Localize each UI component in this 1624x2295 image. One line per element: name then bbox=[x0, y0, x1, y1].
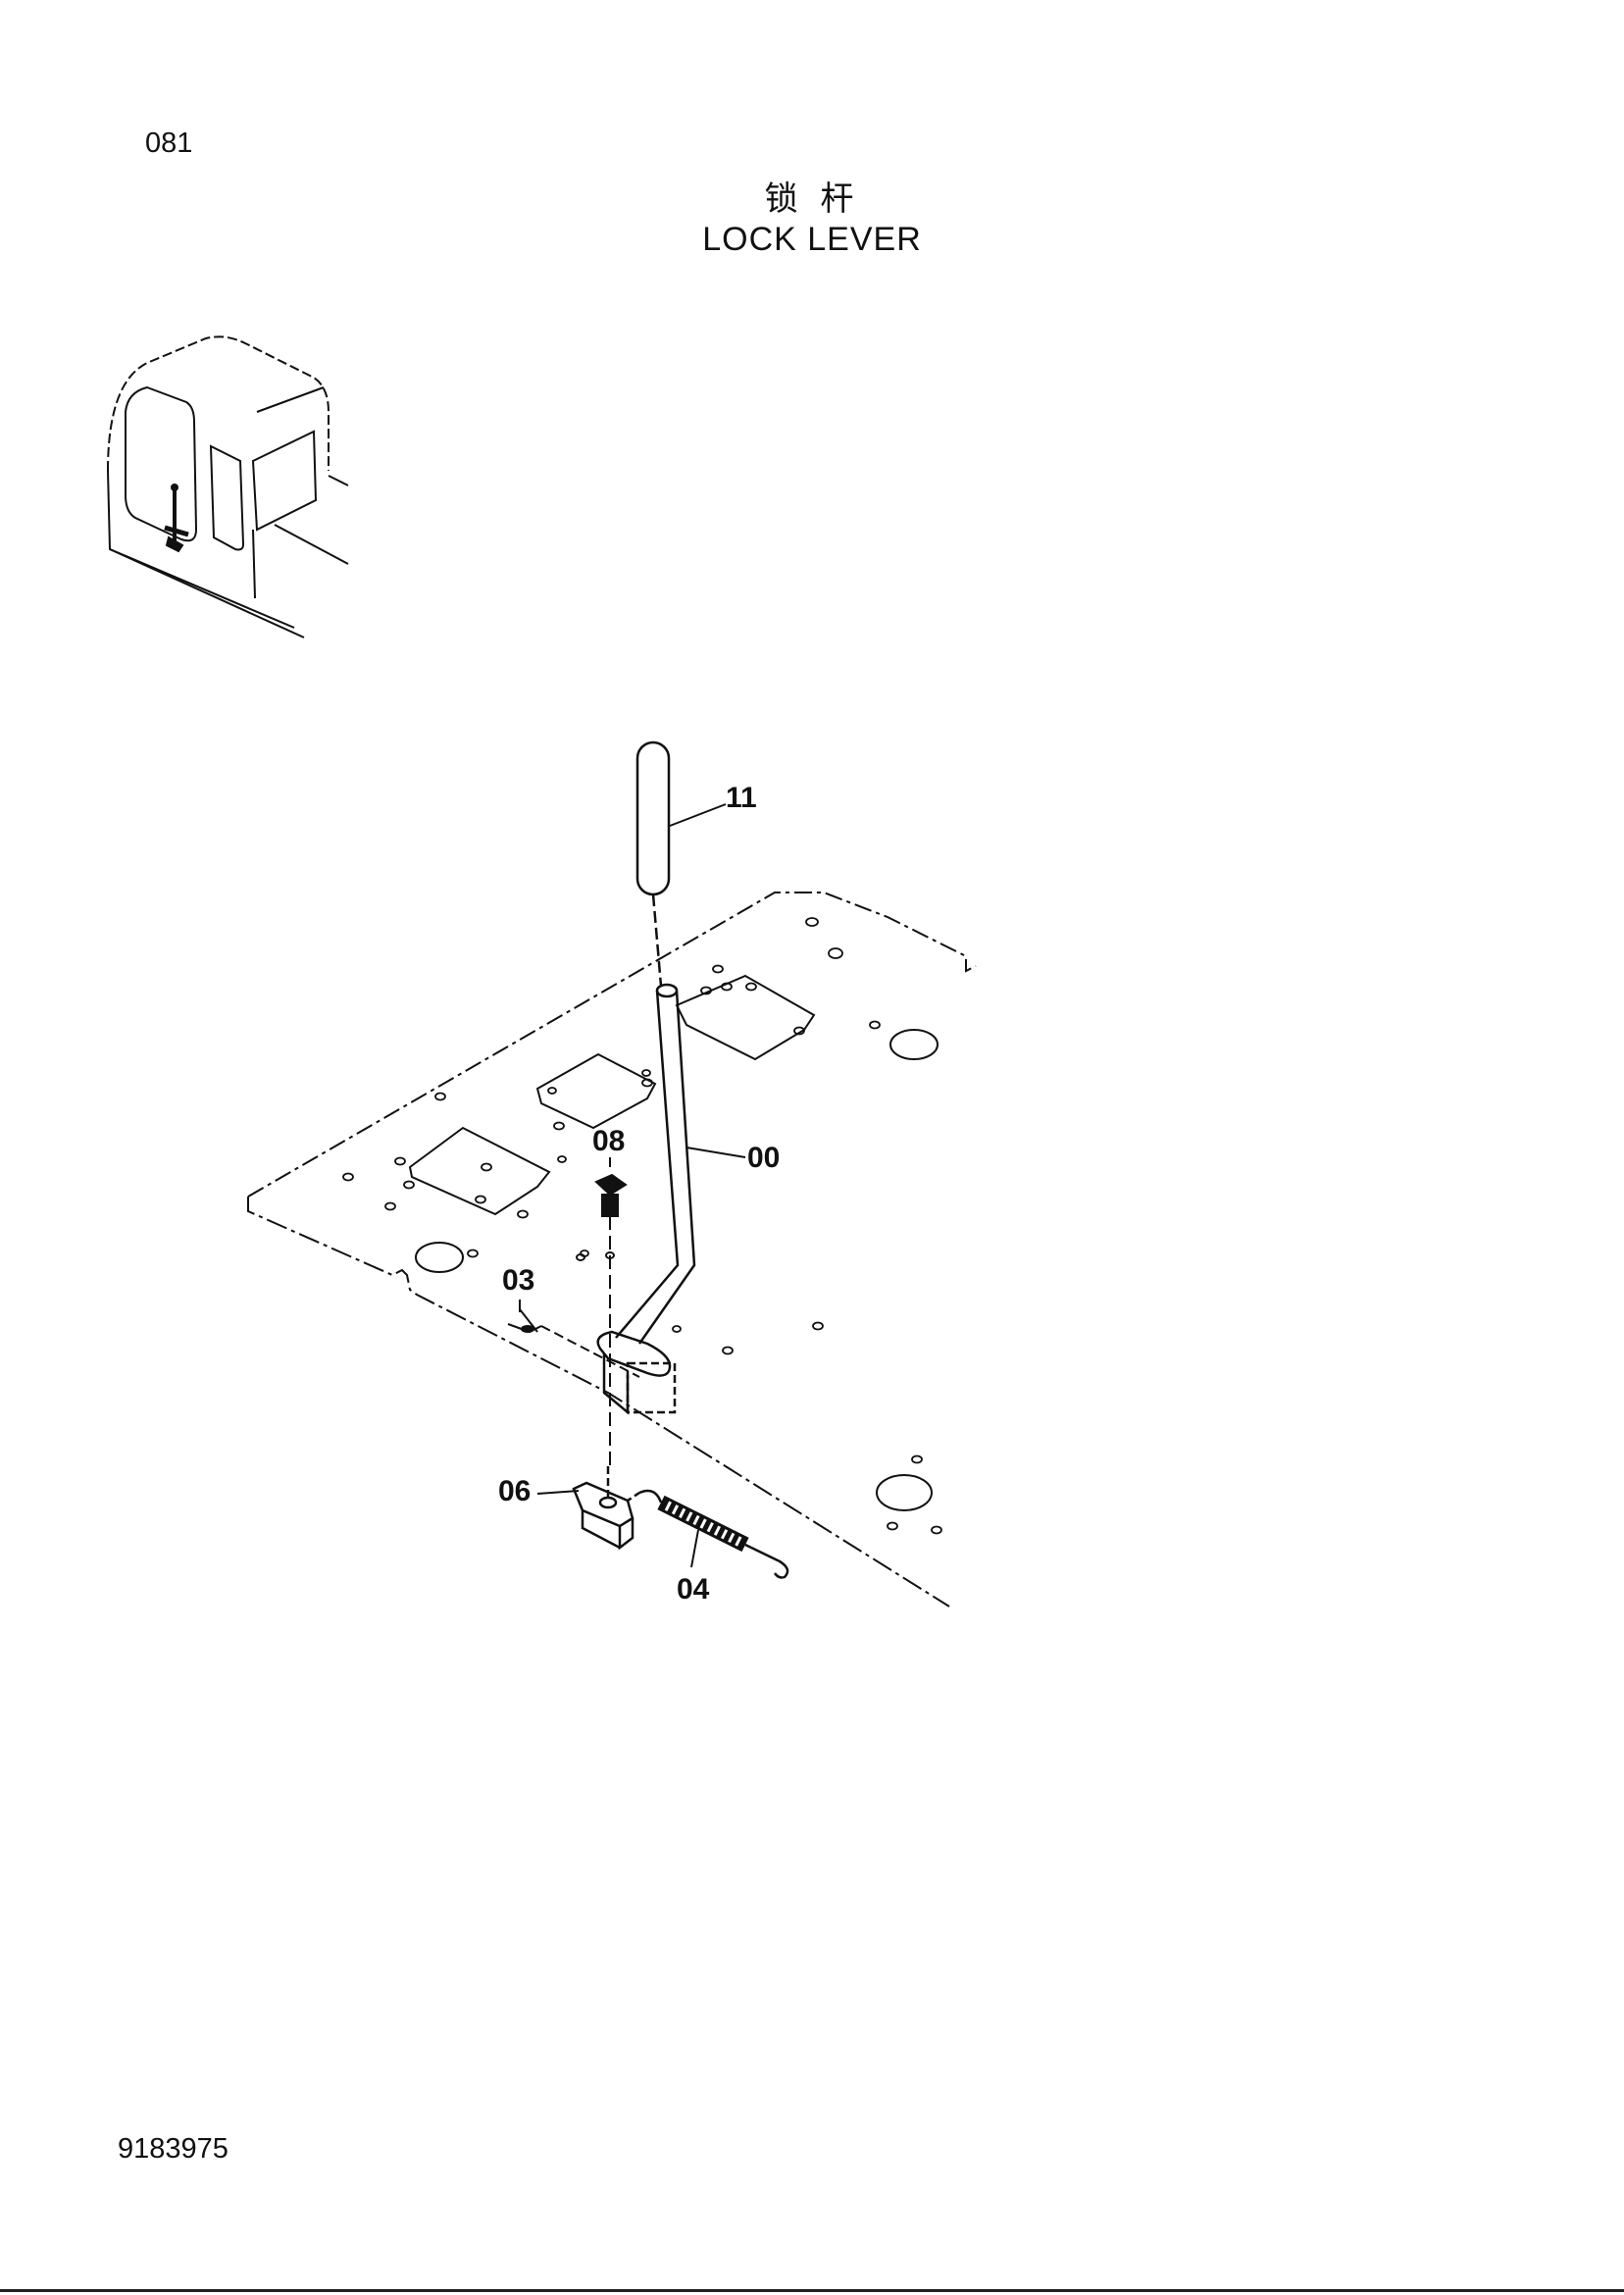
floor-plate-drawing bbox=[247, 892, 977, 1607]
document-number: 9183975 bbox=[118, 2133, 228, 2165]
bracket-part bbox=[572, 1466, 634, 1551]
cab-inset-drawing bbox=[107, 335, 349, 638]
title-english: LOCK LEVER bbox=[702, 221, 922, 258]
callout-00: 00 bbox=[747, 1142, 780, 1174]
spring-part bbox=[627, 1489, 789, 1579]
leader-lines bbox=[519, 803, 746, 1568]
callout-08: 08 bbox=[592, 1125, 625, 1157]
title-chinese: 锁 杆 bbox=[764, 179, 860, 219]
callout-04: 04 bbox=[677, 1573, 710, 1606]
pin-part bbox=[507, 1308, 640, 1378]
lock-lever-part bbox=[596, 893, 696, 1415]
grip-part bbox=[635, 740, 671, 896]
callout-11: 11 bbox=[726, 782, 757, 814]
callout-06: 06 bbox=[498, 1475, 531, 1507]
bolt-part bbox=[576, 1173, 628, 1466]
callout-03: 03 bbox=[502, 1264, 534, 1297]
page-number: 081 bbox=[145, 128, 193, 159]
bottom-rule bbox=[0, 2289, 1624, 2292]
